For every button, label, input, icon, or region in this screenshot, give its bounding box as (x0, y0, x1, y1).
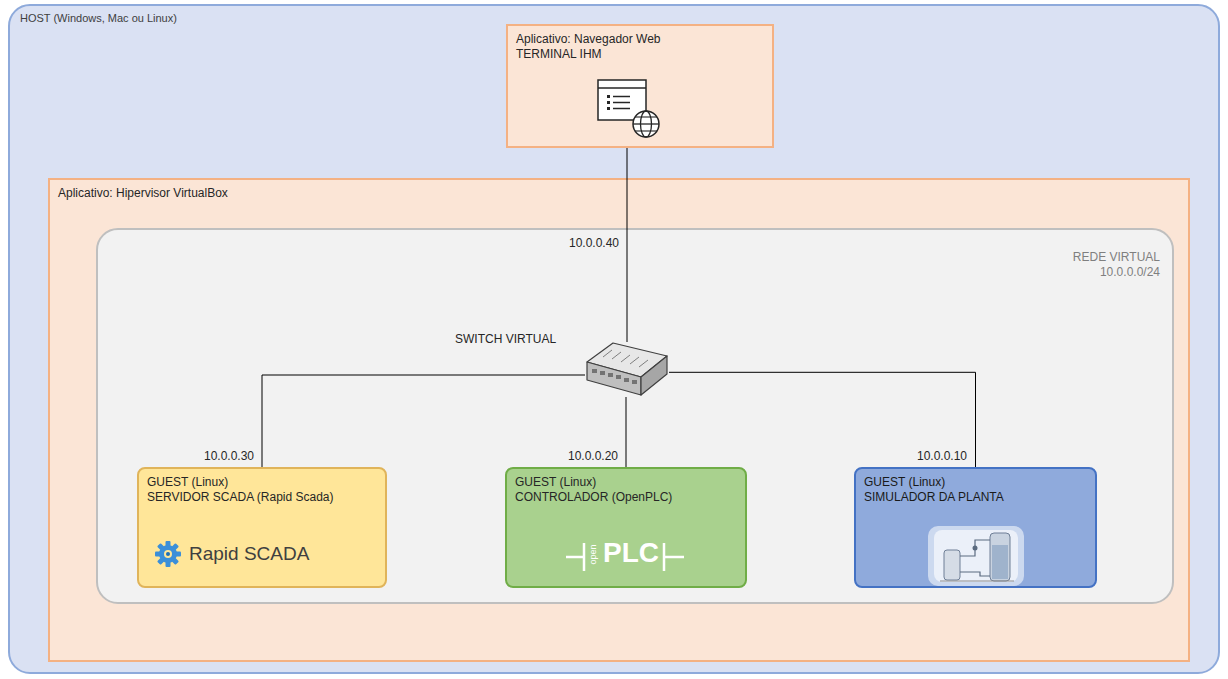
browser-icon (598, 80, 659, 137)
scada-server-box: GUEST (Linux) SERVIDOR SCADA (Rapid Scad… (137, 467, 387, 588)
logo-text: PLC (603, 539, 659, 567)
box-label: GUEST (Linux) SERVIDOR SCADA (Rapid Scad… (147, 475, 334, 505)
network-link (262, 375, 585, 467)
network-link (626, 397, 627, 467)
browser-app-box: Aplicativo: Navegador Web TERMINAL IHM (506, 24, 774, 148)
box-label: HOST (Windows, Mac ou Linux) (20, 12, 177, 26)
network-link (669, 372, 976, 467)
ip-address-label: 10.0.0.30 (204, 449, 254, 463)
box-label: REDE VIRTUAL 10.0.0.0/24 (1073, 250, 1160, 280)
box-label: SWITCH VIRTUAL (455, 332, 556, 347)
virtual-network-box: REDE VIRTUAL 10.0.0.0/24SWITCH VIRTUAL GU… (96, 228, 1174, 604)
ip-address-label: 10.0.0.10 (917, 449, 967, 463)
logo-text: Rapid SCADA (189, 542, 309, 566)
ip-address-label: 10.0.0.40 (569, 236, 619, 250)
network-link (627, 148, 628, 342)
ip-address-label: 10.0.0.20 (568, 449, 618, 463)
hypervisor-box: Aplicativo: Hipervisor VirtualBoxREDE VI… (48, 178, 1190, 662)
box-label: Aplicativo: Hipervisor VirtualBox (58, 186, 228, 201)
box-label: Aplicativo: Navegador Web TERMINAL IHM (516, 32, 661, 62)
virtual-switch: SWITCH VIRTUAL (585, 342, 669, 397)
plant-illustration (928, 526, 1024, 586)
box-label: GUEST (Linux) SIMULADOR DA PLANTA (864, 475, 1004, 505)
openplc-logo-lines (566, 543, 684, 571)
box-label: GUEST (Linux) CONTROLADOR (OpenPLC) (515, 475, 672, 505)
plant-simulator-box: GUEST (Linux) SIMULADOR DA PLANTA (854, 467, 1097, 588)
plc-controller-box: GUEST (Linux) CONTROLADOR (OpenPLC) open P… (505, 467, 747, 588)
switch-icon (587, 343, 667, 395)
rapid-scada-logo (155, 541, 181, 567)
host-box: HOST (Windows, Mac ou Linux) Aplicativo: … (8, 4, 1220, 674)
logo-text: open (589, 544, 598, 564)
